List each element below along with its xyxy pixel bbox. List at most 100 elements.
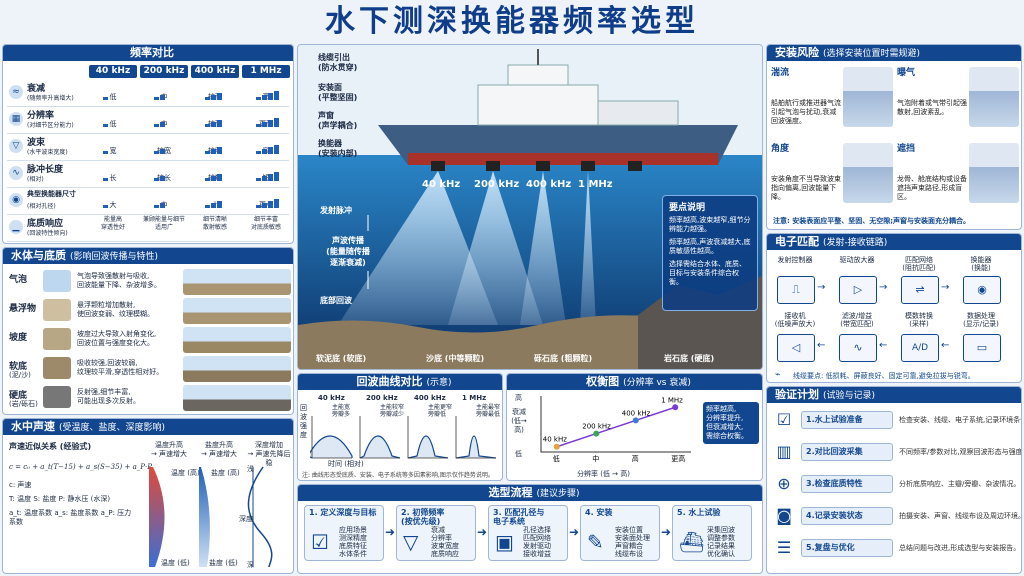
elec-arrow-icon: →	[817, 282, 826, 293]
freq-level-bars	[154, 135, 166, 154]
flow-step-item: 调整参数	[707, 534, 735, 542]
flow-step-title: 1. 定义深度与目标	[309, 508, 377, 517]
freq-row-name: 衰减	[27, 84, 46, 94]
risk-item-desc: 安装角度不当导致波束指向偏离,回波能量下降。	[771, 175, 841, 201]
elec-bottom-label: 滤波/增益 (带宽匹配)	[840, 312, 874, 328]
sound-profile-graphics	[149, 466, 273, 568]
freq-row-note: (水平波束宽度)	[27, 149, 68, 156]
freq-col-2: 400 kHz	[191, 65, 239, 78]
freq-level-bars	[103, 135, 109, 154]
freq-level-bars	[256, 162, 280, 181]
temp-high-label: 温度 (高)	[171, 469, 200, 477]
flow-step-items: 采集回波调整参数记录结果优化确认	[707, 526, 735, 558]
flow-step-item: 发射驱动	[523, 542, 551, 550]
freq-cell: 大	[109, 201, 117, 209]
freq-level-bars	[256, 108, 280, 127]
freq-cell: 细节丰富 对底质敏感	[250, 216, 281, 231]
beam-200khz	[448, 171, 543, 325]
freq-level-bars	[154, 81, 166, 100]
callout-transducer: 换能器 (安装内部)	[318, 139, 358, 158]
verify-item-desc: 分析底质响应、主瓣/旁瓣、杂波情况。	[899, 480, 1021, 488]
flow-panel: 选型流程(建议步骤) 1. 定义深度与目标☑应用场景测深精度底质特征水体条件➜2…	[297, 484, 763, 574]
echo-desc: 主能最窄 旁瓣最低	[476, 404, 501, 418]
water-row-desc: 悬浮颗粒增加散射, 使回波变弱、纹理模糊。	[77, 301, 154, 318]
flow-step-item: 记录结果	[707, 542, 735, 550]
flow-step-item: 衰减	[431, 526, 445, 534]
echo-freq-label: 400 kHz	[414, 394, 446, 402]
side-label-propagation: 声波传播 (能量随传播 逐渐衰减)	[326, 236, 370, 267]
side-label-echo: 底部回波	[320, 296, 352, 305]
risk-item-desc: 气泡附着或气带引起强散射,回波紊乱。	[897, 99, 967, 116]
freq-level-bars	[205, 189, 223, 208]
tradeoff-xlabel: 分辨率 (低 → 高)	[577, 470, 631, 478]
freq-header: 频率对比	[3, 45, 293, 61]
flow-step-1: 1. 定义深度与目标☑应用场景测深精度底质特征水体条件	[304, 505, 384, 561]
elec-bottom-label: 数据处理 (显示/记录)	[963, 312, 999, 328]
flow-step-items: 衰减分辨率波束宽度底质响应	[431, 526, 459, 558]
tradeoff-subtitle: (分辨率 vs 衰减)	[623, 378, 691, 388]
tradeoff-xtick: 低	[553, 454, 560, 463]
key-notes-title: 要点说明	[669, 203, 706, 213]
flow-step-item: 水体条件	[339, 550, 367, 558]
echo-title: 回波曲线对比	[356, 375, 423, 388]
flow-step-item: 接收增益	[523, 550, 551, 558]
controller-icon: ⎍	[777, 276, 815, 304]
formula-legend-1: c: 声速	[9, 481, 32, 489]
beam-40khz	[338, 171, 498, 325]
flow-step-item: 采集回波	[707, 526, 735, 534]
chip-icon: ▣	[495, 530, 514, 554]
wrench-icon: ✎	[587, 530, 604, 554]
display-icon: ▭	[963, 334, 1001, 362]
echo-freq-label: 200 kHz	[366, 394, 398, 402]
freq-col-3: 1 MHz	[242, 65, 290, 78]
tradeoff-note: 频率越高, 分辨率提升, 但衰减增大, 需综合权衡。	[703, 402, 759, 444]
risk-item-desc: 龙骨、舱底结构或设备遮挡声束路径,形成盲区。	[897, 175, 967, 201]
freq-level-bars	[103, 162, 109, 181]
freq-row-note: (对细节区分能力)	[27, 122, 74, 129]
water-row-desc: 反射强,细节丰富, 可能出现多次反射。	[77, 388, 140, 405]
freq-col-1: 200 kHz	[140, 65, 188, 78]
key-note-1: 频率越高,波束越窄,细节分辨能力越强。	[669, 216, 751, 233]
flow-step-items: 应用场景测深精度底质特征水体条件	[339, 526, 367, 558]
ship-scene-graphics	[298, 45, 762, 369]
sound-title: 水中声速	[11, 420, 55, 433]
checklist-icon: ☑	[776, 410, 792, 429]
verify-item-name: 4.记录安装状态	[801, 507, 893, 525]
elec-panel: 电子匹配(发射-接收链路) 发射控制器⎍→驱动放大器▷→匹配网络 (阻抗匹配)⇌…	[766, 233, 1022, 383]
amplifier-icon: ▷	[839, 276, 877, 304]
verify-item-4: ◙4.记录安装状态拍摄安装、声窗、线缆布设及周边环境。	[771, 505, 1021, 527]
tradeoff-point-2	[632, 417, 639, 424]
verify-panel: 验证计划(试验与记录) ☑1.水上试验准备检查安装、线缆、电子系统,记录环境条件…	[766, 386, 1022, 574]
row-divider	[7, 106, 289, 107]
flow-arrow-icon: ➜	[569, 525, 580, 539]
verify-item-name: 5.复盘与优化	[801, 539, 893, 557]
water-row-name: 坡度	[9, 333, 28, 343]
verify-item-desc: 检查安装、线缆、电子系统,记录环境条件。	[899, 416, 1022, 424]
adc-icon: A/D	[901, 334, 939, 362]
echo-ylabel: 回波强度	[300, 404, 307, 439]
freq-cell: 低	[109, 93, 117, 101]
key-notes: 要点说明 频率越高,波束越窄,细节分辨能力越强。 频率越高,声波衰减越大,底质敏…	[662, 195, 758, 311]
freq-level-bars	[103, 108, 109, 127]
freq-level-bars	[103, 81, 109, 100]
flow-step-title: 2. 初筛频率 (按优先级)	[401, 508, 445, 526]
depth-curve	[247, 466, 273, 568]
freq-cell: 兼顾能量与细节 适用广	[142, 216, 185, 231]
row-divider	[7, 241, 289, 242]
echo-curve	[455, 416, 497, 459]
echo-desc: 主能较窄 旁瓣减少	[380, 404, 405, 418]
water-subtitle: (影响回波传播与特性)	[70, 252, 159, 262]
key-note-2: 频率越高,声波衰减越大,底质敏感性越高。	[669, 238, 751, 255]
flow-step-3: 3. 匹配孔径与 电子系统▣孔径选择匹配网络发射驱动接收增益	[488, 505, 568, 561]
risk-illustration	[843, 143, 893, 203]
tradeoff-xtick: 更高	[671, 454, 685, 463]
freq-row-name: 波束	[27, 138, 46, 148]
cable-icon: ⌁	[775, 370, 781, 380]
flow-step-item: 声窗耦合	[615, 542, 643, 550]
flow-step-5: 5. 水上试验⛴采集回波调整参数记录结果优化确认	[672, 505, 752, 561]
freq-row-note: (相对孔径)	[27, 203, 56, 210]
risk-illustration	[843, 67, 893, 127]
callout-mount: 安装面 (平整坚固)	[318, 83, 358, 102]
